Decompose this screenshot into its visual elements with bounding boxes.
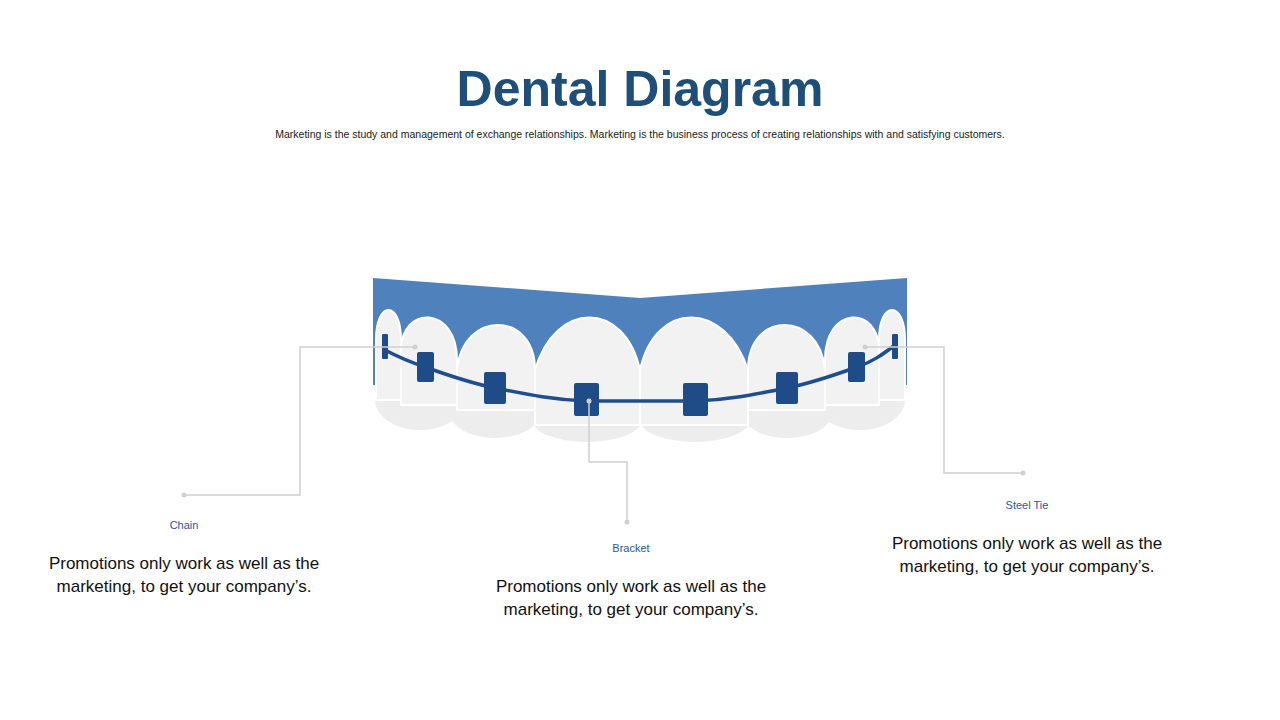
teeth — [376, 310, 905, 425]
bracket — [776, 372, 798, 404]
leader-lines — [184, 347, 1023, 522]
leader-dot — [863, 345, 868, 350]
leader-dots — [182, 345, 1026, 525]
part-name: Chain — [84, 517, 284, 533]
part-name: Bracket — [531, 540, 731, 556]
tooth — [535, 318, 640, 426]
bracket — [417, 352, 434, 382]
description: Promotions only work as well as the mark… — [877, 532, 1177, 578]
description: Promotions only work as well as the mark… — [481, 575, 781, 621]
bracket — [848, 352, 865, 382]
bracket — [683, 383, 708, 416]
leader-line — [589, 401, 627, 522]
description: Promotions only work as well as the mark… — [34, 552, 334, 598]
bracket — [574, 383, 599, 416]
title: Dental Diagram — [240, 58, 1040, 120]
bracket — [484, 372, 506, 404]
brackets — [382, 334, 898, 416]
leader-dot — [587, 399, 592, 404]
tooth — [640, 318, 748, 426]
arch-wire — [385, 345, 895, 401]
tooth — [457, 325, 535, 410]
leader-line — [184, 347, 415, 495]
leader-dot — [1021, 471, 1026, 476]
tooth — [748, 325, 825, 410]
leader-dot — [413, 345, 418, 350]
caption: Marketing is the study and management of… — [90, 127, 1190, 141]
leader-line — [865, 347, 1023, 473]
leader-dot — [182, 493, 187, 498]
leader-dot — [625, 520, 630, 525]
part-name: Steel Tie — [927, 497, 1127, 513]
